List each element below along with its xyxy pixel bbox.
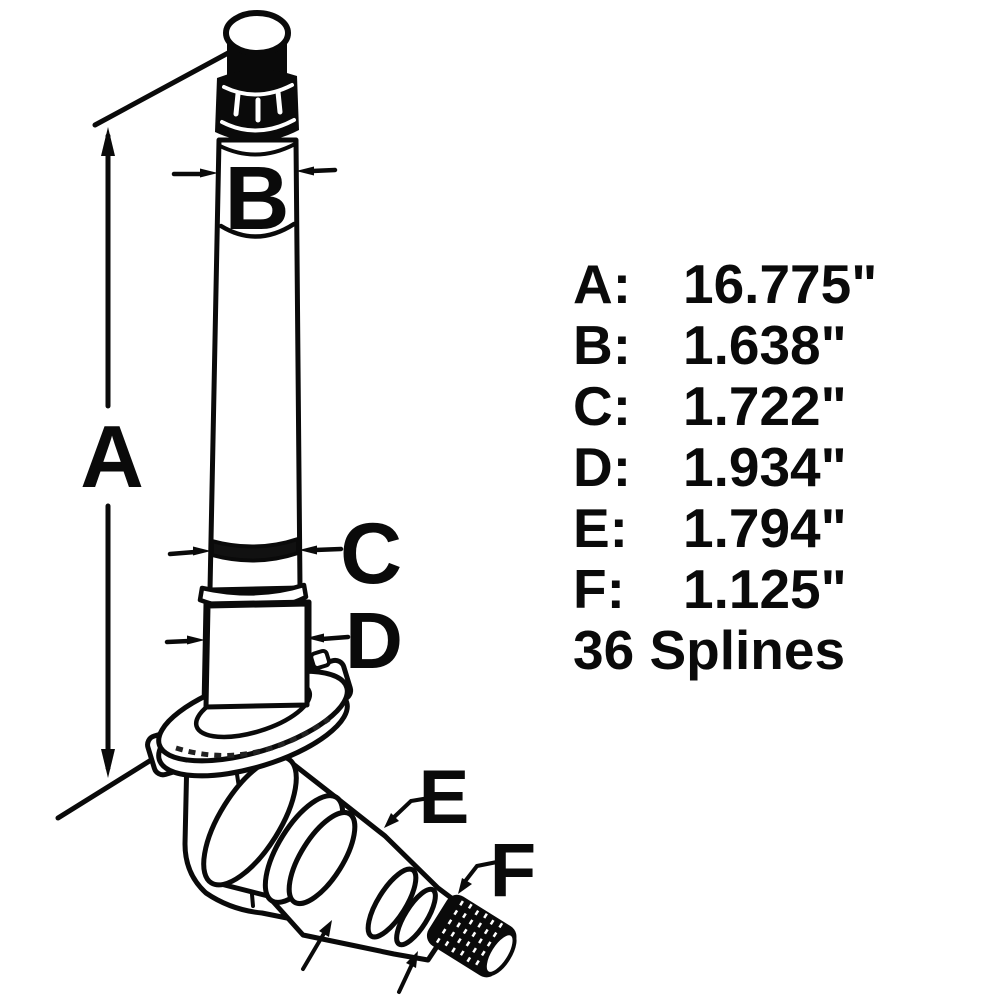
threaded-tip [426, 894, 517, 978]
ring-thread-collar [394, 886, 438, 948]
shaft-joint-arc [218, 221, 297, 239]
ring-seal-inner [286, 810, 358, 906]
dim-a-arrow-down [101, 749, 115, 778]
spline-count-note: 36 Splines [573, 619, 846, 681]
spec-value: 16.775" [683, 253, 878, 315]
spec-row-f: F: 1.125" [573, 559, 877, 620]
shaft-in-collar [203, 601, 310, 710]
flange [145, 601, 354, 779]
spec-value: 1.125" [683, 558, 847, 620]
spec-row-e: E: 1.794" [573, 498, 877, 559]
dim-arrows [164, 167, 351, 645]
dim-label-f: F [490, 828, 536, 913]
dim-label-a: A [80, 407, 144, 506]
dim-label-e: E [419, 755, 470, 840]
spec-value: 1.934" [683, 436, 847, 498]
washer-line [219, 142, 296, 157]
spec-label: C: [573, 375, 632, 437]
dim-a-arrow-up [101, 127, 115, 156]
spec-row-d: D: 1.934" [573, 437, 877, 498]
spec-label: F: [573, 558, 625, 620]
spec-label: B: [573, 314, 632, 376]
spec-row-a: A: 16.775" [573, 254, 877, 315]
cap-top-face [223, 10, 291, 56]
spec-label: E: [573, 497, 628, 559]
dim-label-d: D [345, 596, 403, 685]
thread-end-cap [482, 931, 517, 976]
top-cap-assembly [215, 10, 299, 157]
bearing-rings [201, 754, 438, 948]
dim-arrowheads [187, 166, 324, 645]
dim-a-ext-top [92, 49, 233, 128]
e-leader [389, 796, 431, 822]
flange-ear-tab [309, 648, 331, 670]
dim-label-c: C [340, 506, 402, 602]
spec-value: 1.794" [683, 497, 847, 559]
e-lower-line [301, 928, 328, 971]
spec-label: D: [573, 436, 632, 498]
dim-label-b: B [225, 149, 290, 249]
spec-row-c: C: 1.722" [573, 376, 877, 437]
spec-value: 1.638" [683, 314, 847, 376]
spec-list: A: 16.775" B: 1.638" C: 1.722" D: 1.934"… [573, 254, 877, 681]
flange-shading [175, 716, 331, 758]
c-groove-band [210, 537, 300, 563]
f-leader [461, 860, 499, 886]
spec-row-b: B: 1.638" [573, 315, 877, 376]
spec-label: A: [573, 253, 632, 315]
ring-journal-front [365, 866, 419, 940]
leader-arrowheads [319, 813, 472, 968]
spec-value: 1.722" [683, 375, 847, 437]
